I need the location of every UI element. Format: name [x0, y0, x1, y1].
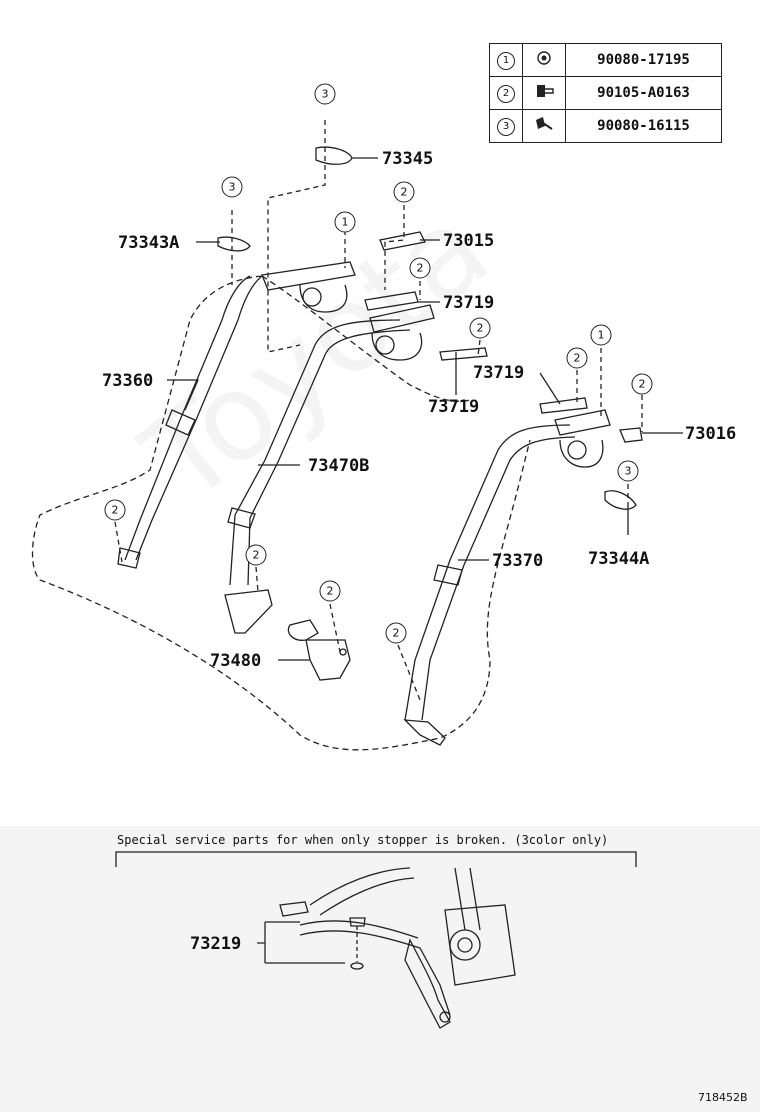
label-73370[interactable]: 73370	[492, 551, 543, 571]
callout-c1: 3	[322, 88, 329, 101]
fastener-ref: 3	[497, 117, 515, 136]
callout-c9: 2	[639, 378, 646, 391]
retractor-right	[554, 409, 611, 468]
callout-c6: 2	[477, 322, 484, 335]
label-73345[interactable]: 73345	[382, 149, 433, 169]
fastener-row: 3 90080-16115	[489, 109, 722, 143]
callout-c5: 2	[417, 262, 424, 275]
fastener-ref: 1	[497, 51, 515, 70]
label-73344a[interactable]: 73344A	[588, 549, 649, 569]
fastener-row: 2 90105-A0163	[489, 76, 722, 110]
fastener-table: 1 90080-17195 2 90105-A0163 3 90080-1611…	[489, 43, 722, 143]
callout-c14: 2	[393, 627, 400, 640]
label-73016[interactable]: 73016	[685, 424, 736, 444]
buckle-73480	[287, 619, 351, 681]
seat-belt-73470b	[224, 319, 411, 634]
callout-c11: 2	[112, 504, 119, 517]
plate-73719-low	[539, 397, 588, 414]
bolt-icon	[537, 85, 554, 97]
seat-outline	[31, 275, 531, 751]
anchor-plate-73344a	[604, 490, 637, 510]
stopper-detail-drawing	[279, 867, 516, 1029]
service-note: Special service parts for when only stop…	[117, 833, 608, 847]
callout-c12: 2	[253, 549, 260, 562]
plate-73719-top	[364, 291, 419, 311]
bolt-icon	[536, 117, 553, 130]
callout-c8: 1	[598, 329, 605, 342]
callout-c2: 3	[229, 181, 236, 194]
fastener-row: 1 90080-17195	[489, 43, 722, 77]
plate-73719-mid	[439, 347, 488, 361]
cover-73016	[619, 427, 643, 443]
seat-belt-73360	[117, 275, 263, 569]
callout-c3: 1	[342, 216, 349, 229]
label-73360[interactable]: 73360	[102, 371, 153, 391]
label-73480[interactable]: 73480	[210, 651, 261, 671]
label-73470b[interactable]: 73470B	[308, 456, 369, 476]
label-73015[interactable]: 73015	[443, 231, 494, 251]
anchor-plate-73343a	[217, 236, 251, 252]
retractor-center	[369, 304, 435, 361]
retractor-left	[261, 261, 356, 313]
callout-c4: 2	[401, 186, 408, 199]
label-73219[interactable]: 73219	[190, 934, 241, 954]
callout-c7: 2	[574, 352, 581, 365]
callout-c13: 2	[327, 585, 334, 598]
fastener-part-number[interactable]: 90105-A0163	[565, 76, 722, 110]
cover-73015	[379, 231, 426, 251]
label-73343a[interactable]: 73343A	[118, 233, 179, 253]
fastener-ref: 2	[497, 84, 515, 103]
diagram-id: 718452B	[698, 1091, 748, 1104]
fastener-part-number[interactable]: 90080-17195	[565, 43, 722, 77]
seat-belt-73370	[403, 424, 576, 746]
label-73719-low[interactable]: 73719	[428, 397, 479, 417]
label-73719-mid[interactable]: 73719	[473, 363, 524, 383]
bracket-line-note	[115, 851, 637, 867]
fastener-part-number[interactable]: 90080-16115	[565, 109, 722, 143]
label-73719-top[interactable]: 73719	[443, 293, 494, 313]
anchor-plate-73345	[315, 146, 353, 165]
callout-c10: 3	[625, 465, 632, 478]
service-parts-panel	[0, 826, 760, 1112]
nut-icon	[537, 51, 551, 65]
